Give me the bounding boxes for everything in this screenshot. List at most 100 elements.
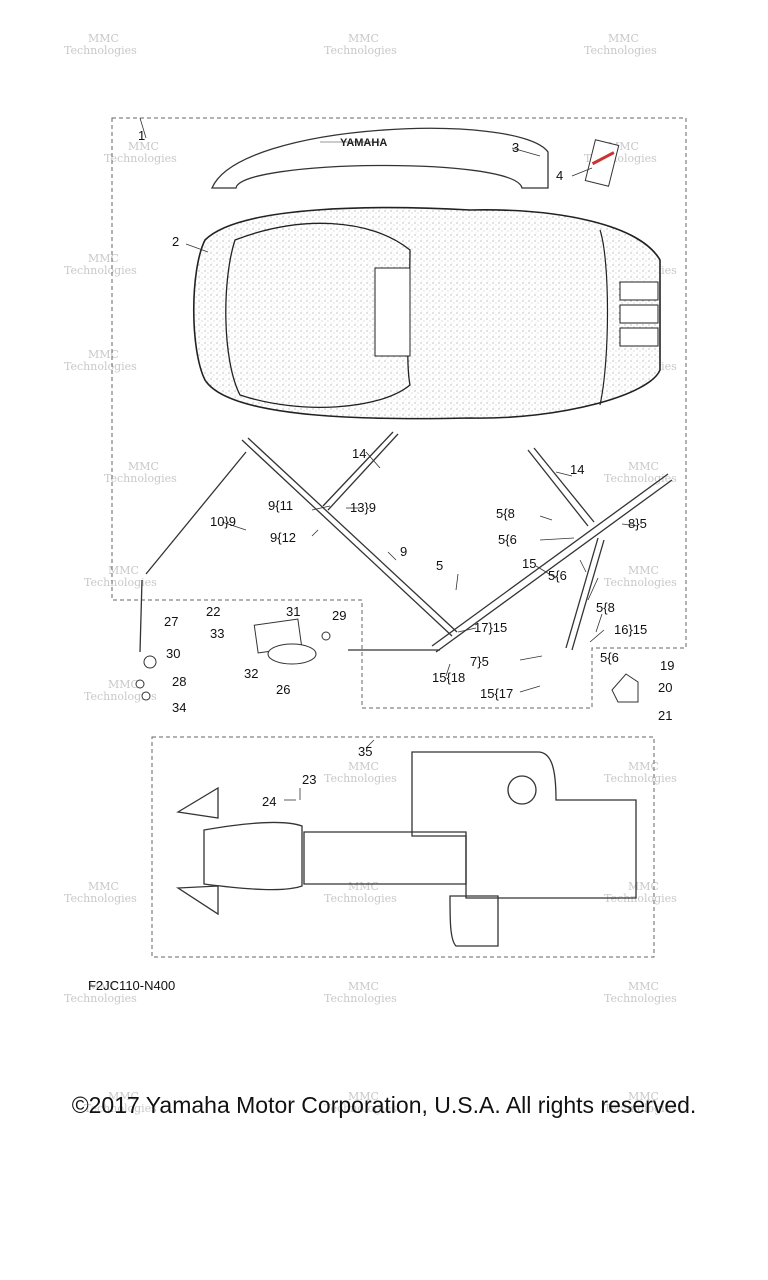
callout-label: 5{8 xyxy=(596,600,615,615)
mat-center xyxy=(303,831,467,885)
brand-logo: YAMAHA xyxy=(340,137,387,149)
callout-label: 2 xyxy=(172,234,179,249)
callout-label: 9 xyxy=(400,544,407,559)
callout-label: 30 xyxy=(166,646,180,661)
watermark-text: MMC xyxy=(348,980,379,993)
callout-label: 15{18 xyxy=(432,670,465,685)
watermark-text: Technologies xyxy=(64,992,137,1005)
callout-label: 1 xyxy=(138,128,145,143)
watermark-text: Technologies xyxy=(84,690,157,703)
tube-14-left-b xyxy=(322,431,394,507)
watermark-text: Technologies xyxy=(64,892,137,905)
callout-label: 9{11 xyxy=(268,498,293,513)
watermark-text: MMC xyxy=(88,32,119,45)
watermark-text: MMC xyxy=(88,880,119,893)
watermark-text: Technologies xyxy=(324,772,397,785)
callout-label: 26 xyxy=(276,682,290,697)
callout-label: 10}9 xyxy=(210,514,236,529)
watermark-text: Technologies xyxy=(604,576,677,589)
watermark-text: MMC xyxy=(108,1090,139,1103)
watermark-text: Technologies xyxy=(604,472,677,485)
tube-5 xyxy=(431,473,669,647)
callout-label: 34 xyxy=(172,700,186,715)
watermark-text: MMC xyxy=(608,32,639,45)
callout-label: 27 xyxy=(164,614,178,629)
watermark-text: MMC xyxy=(628,980,659,993)
tube-9 xyxy=(241,439,453,637)
copyright-notice: ©2017 Yamaha Motor Corporation, U.S.A. A… xyxy=(71,1092,697,1118)
mat-rear xyxy=(411,751,637,899)
callout-label: 14 xyxy=(570,462,584,477)
watermark-text: Technologies xyxy=(604,772,677,785)
tube-15b xyxy=(571,539,605,651)
watermark-text: MMC xyxy=(128,140,159,153)
callout-label: 15{17 xyxy=(480,686,513,701)
watermark-text: Technologies xyxy=(84,1102,157,1115)
watermark-text: MMC xyxy=(348,32,379,45)
watermark-text: MMC xyxy=(108,564,139,577)
callout-label: 29 xyxy=(332,608,346,623)
watermark-text: MMC xyxy=(88,348,119,361)
watermark-text: MMC xyxy=(88,980,119,993)
callout-label: 25 xyxy=(0,0,14,3)
callout-label: 8}5 xyxy=(628,516,647,531)
callout-label: 15 xyxy=(522,556,536,571)
callout-label: 32 xyxy=(244,666,258,681)
callout-label: 13}9 xyxy=(350,500,376,515)
callout-label: 24 xyxy=(262,794,276,809)
watermark-text: MMC xyxy=(628,564,659,577)
tube-5b xyxy=(435,479,673,653)
callout-label: 28 xyxy=(172,674,186,689)
drawing-code: F2JC110-N400 xyxy=(88,978,175,993)
callout-label: 33 xyxy=(210,626,224,641)
bracket-assembly xyxy=(135,618,639,703)
watermark-text: Technologies xyxy=(104,472,177,485)
callout-label: 17}15 xyxy=(474,620,507,635)
callout-label: 7}5 xyxy=(470,654,489,669)
decal-label xyxy=(584,139,620,187)
rope-10 xyxy=(145,451,247,575)
callout-label: 9{12 xyxy=(270,530,296,545)
tube-14-left xyxy=(327,433,399,511)
watermark-text: Technologies xyxy=(604,992,677,1005)
callout-label: 5{6 xyxy=(548,568,567,583)
boundary-seat-frame xyxy=(111,117,687,709)
watermark-text: MMC xyxy=(348,760,379,773)
watermark-text: MMC xyxy=(348,880,379,893)
watermark-text: MMC xyxy=(108,678,139,691)
watermark-text: Technologies xyxy=(64,264,137,277)
watermark-text: Technologies xyxy=(324,44,397,57)
tube-14-right-b xyxy=(533,447,595,523)
callout-label: 31 xyxy=(286,604,300,619)
callout-label: 5{6 xyxy=(600,650,619,665)
watermark-text: MMC xyxy=(88,252,119,265)
callout-label: 5{6 xyxy=(498,532,517,547)
watermark-text: MMC xyxy=(628,460,659,473)
watermark-text: Technologies xyxy=(104,152,177,165)
watermark-text: Technologies xyxy=(604,1102,677,1115)
callout-label: 4 xyxy=(556,168,563,183)
grip-handle xyxy=(211,127,549,189)
callout-label: 35 xyxy=(358,744,372,759)
watermark-layer: MMCTechnologiesMMCTechnologiesMMCTechnol… xyxy=(64,32,677,1115)
floor-mat xyxy=(175,751,637,947)
callout-label: 23 xyxy=(302,772,316,787)
watermark-text: Technologies xyxy=(324,1102,397,1115)
watermark-text: Technologies xyxy=(604,892,677,905)
tube-9b xyxy=(247,437,458,633)
leader-lines xyxy=(139,117,639,801)
tube-14-right xyxy=(527,449,589,527)
tube-15 xyxy=(565,537,599,649)
mat-rear-lower xyxy=(449,895,499,947)
boundary-mat xyxy=(151,736,655,958)
watermark-text: MMC xyxy=(128,460,159,473)
mat-front-center xyxy=(203,821,303,891)
seat-cushion xyxy=(193,206,661,420)
callout-label: 22 xyxy=(206,604,220,619)
watermark-text: Technologies xyxy=(324,892,397,905)
watermark-text: Technologies xyxy=(64,44,137,57)
callout-label: 16}15 xyxy=(614,622,647,637)
frame-tubes xyxy=(139,431,673,653)
watermark-text: MMC xyxy=(348,1090,379,1103)
